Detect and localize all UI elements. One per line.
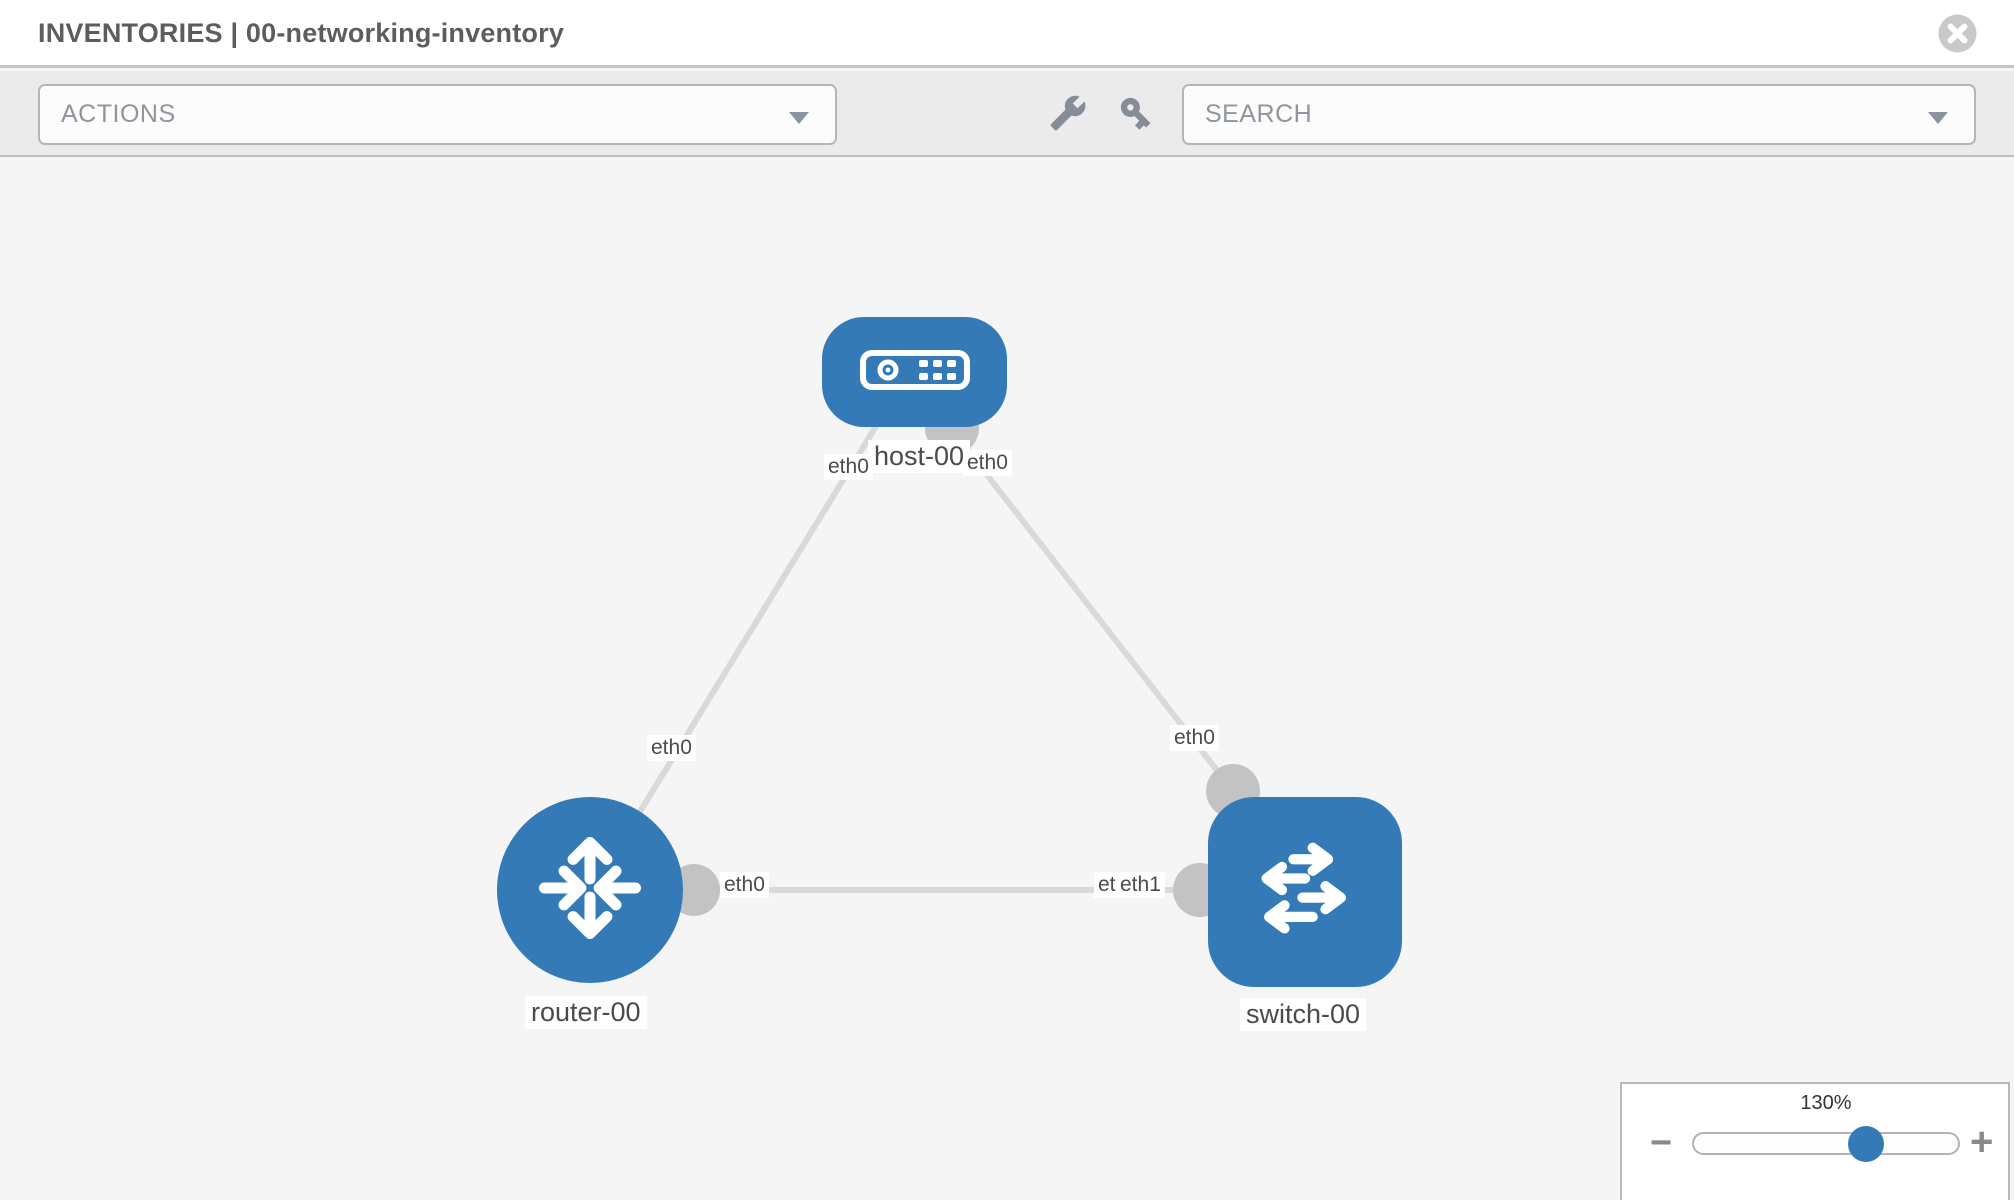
node-label-host: host-00: [868, 440, 971, 473]
node-label-router: router-00: [525, 996, 647, 1029]
iface-label-host-right: eth0: [963, 450, 1012, 476]
iface-label-router-uplink: eth0: [647, 735, 696, 761]
toolbar: ACTIONS SEARCH: [0, 71, 2014, 157]
actions-dropdown[interactable]: ACTIONS: [38, 84, 837, 145]
iface-label-switch-uplink: eth0: [1170, 725, 1219, 751]
chevron-down-icon: [1928, 112, 1948, 124]
chevron-down-icon: [789, 112, 809, 124]
server-icon: [859, 349, 971, 396]
zoom-out-button[interactable]: −: [1650, 1122, 1673, 1164]
iface-label-router-right: eth0: [720, 872, 769, 898]
topology-canvas[interactable]: host-00 router-00 switch-00 eth0 eth0 et…: [0, 157, 2014, 1200]
node-host-00[interactable]: [822, 317, 1007, 427]
search-dropdown[interactable]: SEARCH: [1182, 84, 1976, 145]
zoom-control-panel: 130% − +: [1620, 1082, 2010, 1200]
wrench-icon[interactable]: [1049, 94, 1087, 132]
iface-label-switch-left-eth1: eth1: [1116, 872, 1165, 898]
key-icon[interactable]: [1117, 94, 1155, 132]
zoom-percent-value: 130%: [1800, 1092, 1852, 1114]
links-layer: [589, 401, 1260, 917]
node-label-switch: switch-00: [1240, 998, 1367, 1031]
switch-icon: [1241, 826, 1369, 959]
search-placeholder: SEARCH: [1205, 100, 1313, 128]
zoom-slider-thumb[interactable]: [1848, 1126, 1884, 1162]
actions-dropdown-label: ACTIONS: [61, 100, 176, 128]
router-icon: [525, 823, 655, 958]
node-router-00[interactable]: [497, 797, 683, 983]
zoom-slider-track[interactable]: [1692, 1132, 1960, 1155]
zoom-in-button[interactable]: +: [1970, 1120, 1994, 1164]
close-icon[interactable]: [1938, 14, 1977, 53]
header: INVENTORIES | 00-networking-inventory: [0, 0, 2014, 68]
page-title: INVENTORIES | 00-networking-inventory: [38, 18, 565, 48]
switch-icon-node[interactable]: [1208, 797, 1402, 987]
iface-label-host-left: eth0: [824, 454, 873, 480]
